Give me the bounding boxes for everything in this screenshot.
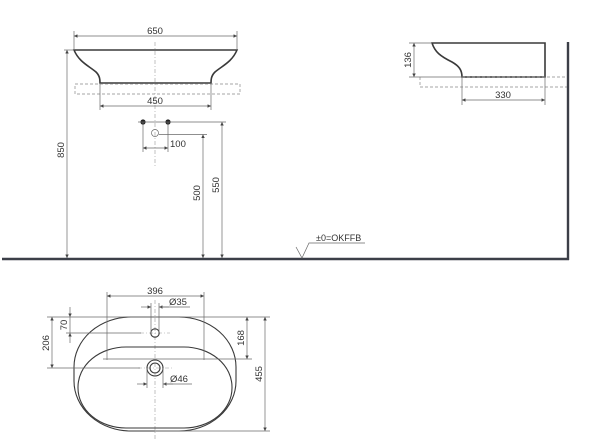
label-168: 168 bbox=[236, 330, 247, 346]
basin-front-profile bbox=[72, 49, 239, 84]
basin-side-profile bbox=[430, 42, 546, 78]
drain-inner bbox=[149, 362, 161, 374]
basin-inner-bowl bbox=[77, 346, 233, 429]
label-70: 70 bbox=[59, 320, 70, 331]
label-206: 206 bbox=[41, 335, 52, 351]
label-455: 455 bbox=[254, 366, 265, 382]
label-330: 330 bbox=[495, 90, 511, 101]
floor-level-marker: ±0=OKFFB bbox=[295, 233, 365, 259]
label-tap-hole-diameter: Ø35 bbox=[169, 297, 187, 308]
label-drain-diameter: Ø46 bbox=[170, 374, 188, 385]
label-500: 500 bbox=[192, 185, 203, 201]
label-450: 450 bbox=[147, 96, 163, 107]
level-symbol-icon bbox=[295, 242, 365, 259]
front-elevation: 650 450 850 100 500 550 bbox=[56, 26, 241, 258]
floor-level-label: ±0=OKFFB bbox=[316, 233, 361, 243]
label-650: 650 bbox=[147, 26, 163, 37]
label-550: 550 bbox=[211, 177, 222, 193]
top-view: 396 Ø35 70 206 168 455 Ø46 bbox=[41, 286, 270, 440]
label-100: 100 bbox=[170, 139, 186, 150]
label-850: 850 bbox=[56, 142, 67, 158]
side-elevation: 136 330 bbox=[403, 42, 568, 105]
countertop-outline bbox=[74, 83, 241, 95]
waste-point bbox=[151, 129, 159, 137]
label-396: 396 bbox=[147, 286, 163, 297]
label-136: 136 bbox=[403, 52, 414, 68]
